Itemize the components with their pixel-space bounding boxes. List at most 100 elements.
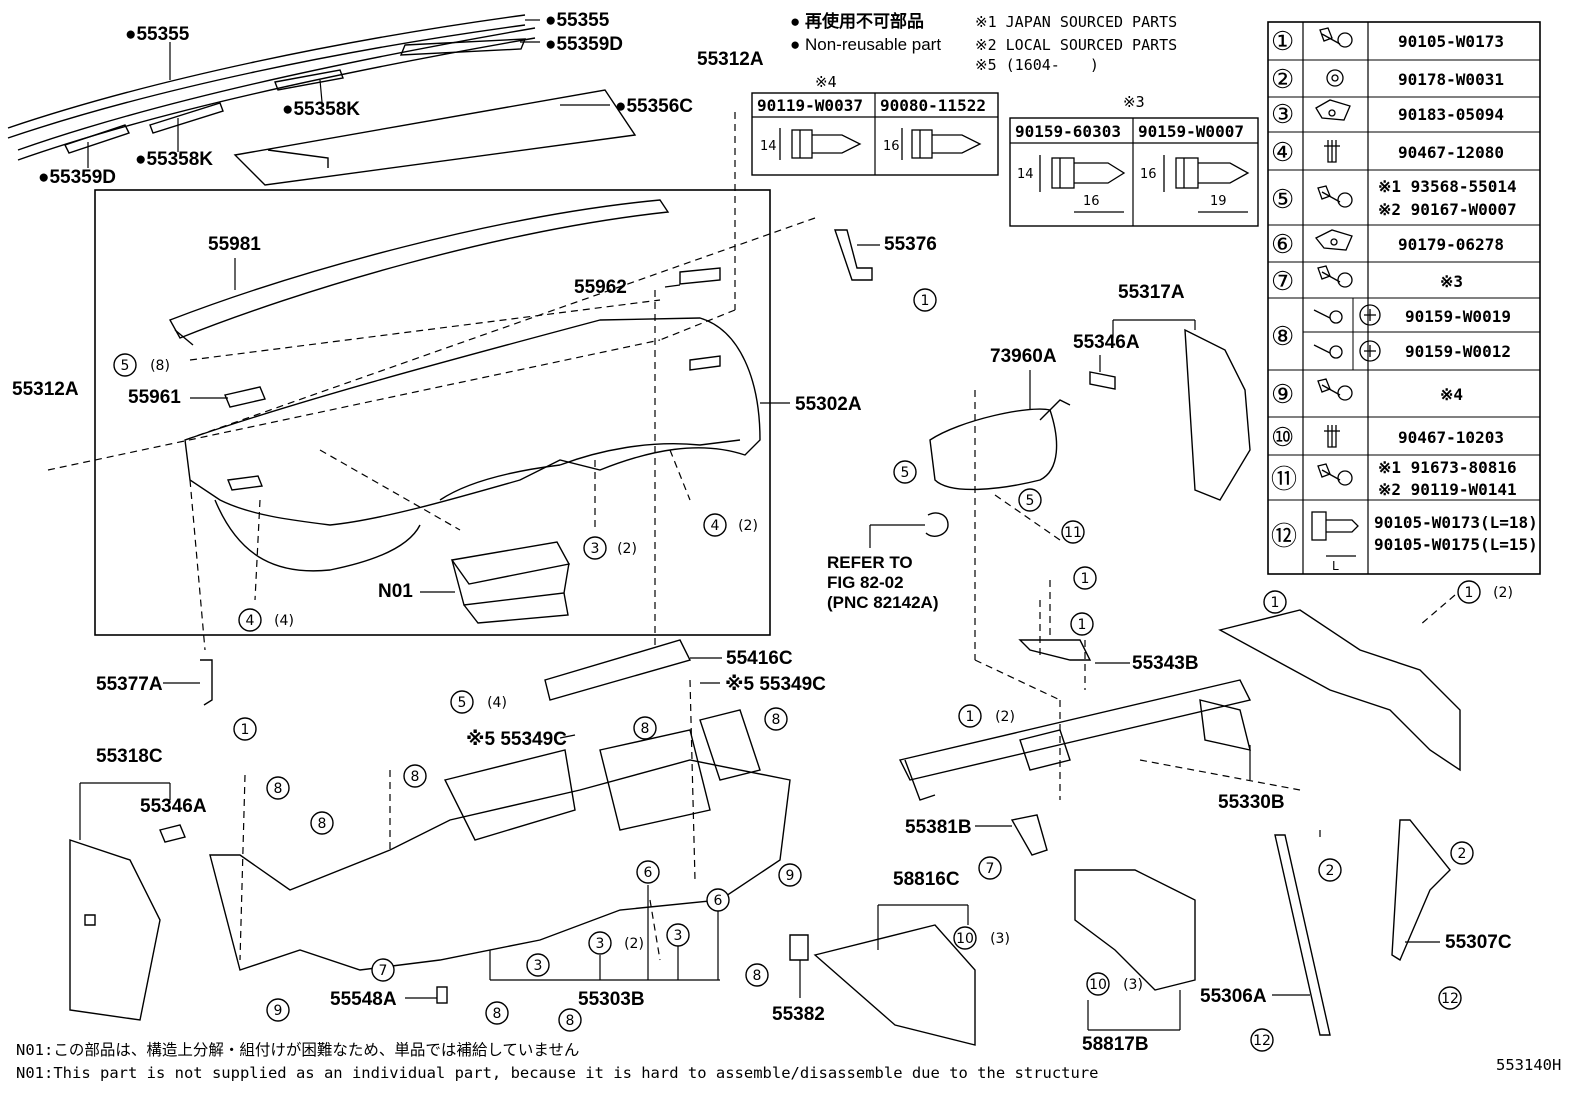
- bolt-icon: [1039, 155, 1250, 213]
- callout-10: 10: [1086, 972, 1110, 996]
- label-55317A: 55317A: [1118, 282, 1185, 303]
- box-note4: ※4 90119-W0037 90080-11522 14 16: [751, 73, 999, 176]
- svg-text:10: 10: [1089, 977, 1107, 993]
- label-55355-left: ●55355: [125, 24, 190, 45]
- fastener-num-3: ③: [1271, 100, 1294, 130]
- fastener-part-5b: ※2 90167-W0007: [1378, 200, 1517, 219]
- svg-text:9: 9: [786, 868, 795, 884]
- callout-1: 1: [1070, 612, 1094, 636]
- svg-text:1: 1: [1081, 571, 1090, 587]
- refer-line1: REFER TO: [827, 553, 913, 572]
- svg-text:12: 12: [1441, 991, 1459, 1007]
- fastener-dim-l: L: [1332, 559, 1339, 573]
- label-55981: 55981: [208, 234, 261, 255]
- screw-icon: [1317, 185, 1353, 208]
- svg-text:9: 9: [274, 1003, 283, 1019]
- callout-qty-8: (8): [150, 358, 170, 374]
- screw-icon: [1313, 340, 1381, 362]
- legend-jp: ● 再使用不可部品: [790, 11, 924, 31]
- callout-8: 8: [745, 963, 769, 987]
- fastener-num-10: ⑩: [1271, 423, 1294, 453]
- clip-icon: [1324, 140, 1340, 163]
- svg-text:5: 5: [458, 695, 467, 711]
- callout-3: 3: [666, 923, 690, 947]
- refer-line3: (PNC 82142A): [827, 593, 939, 612]
- callout-1: 1: [1073, 566, 1097, 590]
- callout-2: 2: [1450, 841, 1474, 865]
- label-55356C: ●55356C: [615, 96, 693, 117]
- callout-5: 5: [113, 353, 137, 377]
- callout-6: 6: [636, 860, 660, 884]
- label-55961: 55961: [128, 387, 181, 408]
- callout-8: 8: [764, 707, 788, 731]
- callout-9: 9: [266, 998, 290, 1022]
- refer-line2: FIG 82-02: [827, 573, 904, 592]
- part-labels: ●55355 ●55355 ●55359D ●55358K ●55356C ●5…: [12, 10, 1512, 1055]
- svg-text:7: 7: [379, 963, 388, 979]
- box4-dim2: 16: [883, 139, 900, 154]
- fastener-num-12: ⑫: [1271, 522, 1297, 552]
- fastener-part-10: 90467-10203: [1398, 428, 1504, 447]
- callout-1: 1: [233, 717, 257, 741]
- fastener-num-9: ⑨: [1271, 380, 1294, 410]
- svg-text:1: 1: [1465, 585, 1474, 601]
- fastener-num-1: ①: [1271, 27, 1294, 57]
- fastener-part-8: 90159-W0019: [1405, 307, 1511, 326]
- label-55416C: 55416C: [726, 648, 793, 669]
- box4-dim1: 14: [760, 139, 777, 154]
- fastener-part-8b: 90159-W0012: [1405, 342, 1511, 361]
- footer: N01:この部品は、構造上分解・組付けが困難なため、単品では補給していません N…: [16, 1041, 1561, 1082]
- svg-text:8: 8: [753, 968, 762, 984]
- label-55346A-left: 55346A: [140, 796, 207, 817]
- label-N01: N01: [378, 581, 413, 602]
- callout-1: 1: [958, 704, 982, 728]
- windshield-moldings: [7, 14, 637, 186]
- label-55359D-bottom: ●55359D: [38, 167, 116, 188]
- label-55306A: 55306A: [1200, 986, 1267, 1007]
- label-58817B: 58817B: [1082, 1034, 1149, 1055]
- callout-12: 12: [1438, 986, 1462, 1010]
- fastener-num-2: ②: [1271, 65, 1294, 95]
- callout-7: 7: [371, 958, 395, 982]
- label-55376: 55376: [884, 234, 937, 255]
- box3-dim2b: 19: [1210, 194, 1227, 209]
- fastener-num-4: ④: [1271, 138, 1294, 168]
- callout-3: 3: [526, 953, 550, 977]
- footer-note-en: N01:This part is not supplied as an indi…: [16, 1064, 1099, 1082]
- nut-icon: [1326, 69, 1344, 87]
- label-55962: 55962: [574, 277, 627, 298]
- callout-5: 5: [893, 460, 917, 484]
- callout-9: 9: [778, 863, 802, 887]
- callout-4: 4: [703, 513, 727, 537]
- legend-note1: ※1 JAPAN SOURCED PARTS: [975, 13, 1177, 31]
- callout-1: 1: [1457, 580, 1481, 604]
- svg-text:4: 4: [246, 613, 255, 629]
- callout-qty-2: (2): [1493, 585, 1513, 601]
- callout-3: 3: [583, 536, 607, 560]
- callout-8: 8: [266, 776, 290, 800]
- callout-8: 8: [310, 811, 334, 835]
- box-note3: ※3 90159-60303 90159-W0007 14 16 16 19: [1009, 93, 1259, 227]
- screw-icon: [1317, 378, 1353, 401]
- screw-icon: [1313, 304, 1381, 326]
- fastener-part-6: 90179-06278: [1398, 235, 1504, 254]
- callout-8: 8: [633, 716, 657, 740]
- svg-text:8: 8: [772, 712, 781, 728]
- svg-text:2: 2: [1458, 846, 1467, 862]
- svg-text:8: 8: [318, 816, 327, 832]
- clip-nut-icon: [1314, 229, 1353, 251]
- label-55381B: 55381B: [905, 817, 972, 838]
- callout-4: 4: [238, 608, 262, 632]
- svg-text:1: 1: [966, 709, 975, 725]
- leader-lines: [47, 112, 1456, 961]
- bolt-icon: [1311, 511, 1359, 557]
- label-55307C: 55307C: [1445, 932, 1512, 953]
- svg-text:8: 8: [641, 721, 650, 737]
- fastener-part-12: 90105-W0173(L=18): [1374, 513, 1538, 532]
- callout-qty-2: (2): [624, 936, 644, 952]
- box4-mark: ※4: [815, 73, 837, 91]
- box3-part1: 90159-60303: [1015, 122, 1121, 141]
- label-55355-right: ●55355: [545, 10, 610, 31]
- svg-text:5: 5: [1026, 493, 1035, 509]
